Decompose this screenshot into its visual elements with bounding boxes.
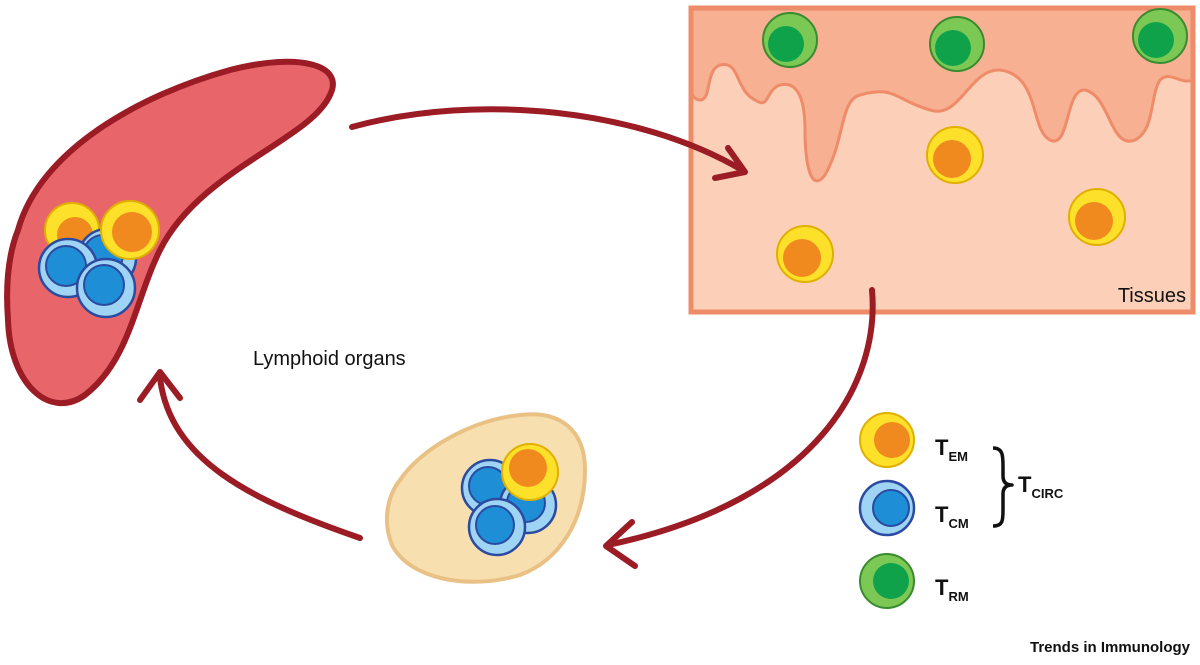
legend-tcm-label: TCM [935, 502, 969, 531]
legend-tcirc-label: TCIRC [1018, 472, 1064, 501]
arrowhead-tissue-to-lymph-node [603, 519, 638, 569]
tissue-epithelium [691, 8, 1193, 183]
arrowhead-lymph-node-to-lymphoid [137, 369, 183, 403]
tissue-trm-cell [1132, 8, 1188, 64]
lymphoid-organ [4, 58, 336, 407]
legend-tem-sub: EM [948, 449, 968, 464]
legend-tcirc-sub: CIRC [1031, 486, 1063, 501]
tissue-trm-cell [929, 16, 985, 72]
legend-tcm-main: T [935, 502, 949, 527]
legend-tcm-sub: CM [948, 516, 968, 531]
arrow-lymph-node-to-lymphoid [157, 375, 363, 541]
legend-tem-main: T [935, 435, 949, 460]
legend-tcm-swatch [858, 479, 916, 537]
tissue-trm-cell [762, 12, 818, 68]
legend-tem-label: TEM [935, 435, 968, 464]
legend-tcirc-main: T [1018, 472, 1032, 497]
legend-brace [992, 446, 1014, 528]
tissue-tem-cell [776, 225, 834, 283]
tissue-tem-cell [926, 126, 984, 184]
legend-trm-main: T [935, 575, 949, 600]
legend-trm-sub: RM [948, 589, 968, 604]
lymphoid-organs-label: Lymphoid organs [253, 348, 406, 370]
tissue-tem-cell [1068, 188, 1126, 246]
lymph-node-tem-cell [501, 443, 559, 501]
tissues-label: Tissues [1118, 285, 1186, 307]
arrow-lymphoid-to-tissue [349, 106, 745, 173]
legend-trm-swatch [859, 553, 915, 609]
source-credit: Trends in Immunology [1030, 639, 1191, 656]
arrow-tissue-to-lymph-node [605, 287, 876, 548]
lymphoid-organ-tcm-cell [75, 257, 137, 319]
legend-trm-label: TRM [935, 575, 969, 604]
legend-tem-swatch [859, 412, 915, 468]
legend: TEM TCM TRM TCIRC [858, 412, 1064, 609]
arrowhead-lymphoid-to-tissue [712, 145, 748, 181]
lymph-node-tcm-cell [467, 497, 527, 557]
lymphoid-organ-tem-cell [100, 200, 160, 260]
